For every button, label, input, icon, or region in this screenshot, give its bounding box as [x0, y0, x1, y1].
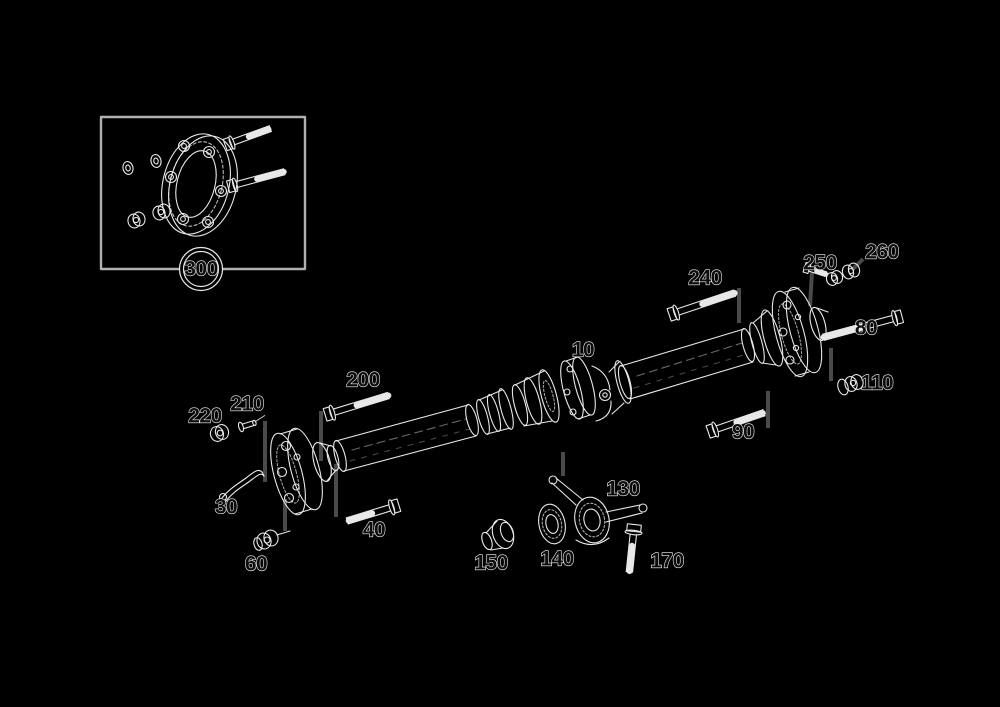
nut-220-drawing [209, 424, 230, 442]
inset-box-border [99, 115, 307, 271]
rear-tube-drawing [617, 327, 756, 400]
slip-joint-drawing [476, 388, 514, 435]
nut-260-drawing [841, 262, 861, 280]
callout-10[interactable]: 10 [571, 338, 595, 362]
fastener-250-drawing [802, 261, 844, 286]
bolt-80-drawing [820, 309, 905, 341]
bolt-170-drawing [624, 523, 643, 575]
callout-90[interactable]: 90 [731, 420, 755, 444]
callout-140[interactable]: 140 [540, 547, 575, 571]
callout-60[interactable]: 60 [244, 552, 268, 576]
callout-200[interactable]: 200 [346, 368, 381, 392]
inset-box [99, 115, 307, 271]
callout-210[interactable]: 210 [230, 392, 265, 416]
leader-line-250 [808, 271, 814, 307]
bolt-90-drawing [705, 409, 768, 439]
flex-disc-bolt-drawing [225, 168, 288, 194]
callout-260[interactable]: 260 [865, 240, 900, 264]
callout-110[interactable]: 110 [860, 371, 894, 395]
bolt-200-drawing [322, 391, 392, 422]
leader-lines [263, 257, 865, 531]
strap-30-drawing [218, 469, 265, 502]
center-joint-drawing [511, 356, 632, 427]
callout-300[interactable]: 300 [184, 257, 219, 281]
stud-210-drawing [237, 415, 266, 433]
bolt-40-drawing [344, 498, 402, 525]
nut-110-drawing [837, 374, 864, 396]
flex-disc-bolt-drawing [222, 125, 274, 152]
callout-labels: 300 10 200 210 220 30 40 60 150 140 130 170 90 240 250… [178, 240, 900, 576]
callout-circle-300 [182, 250, 220, 288]
callout-150[interactable]: 150 [474, 551, 509, 575]
front-tube-drawing [333, 403, 479, 473]
bracket-130-drawing [548, 475, 648, 546]
bushing-140-drawing [538, 503, 566, 545]
callout-220[interactable]: 220 [188, 404, 223, 428]
callout-240[interactable]: 240 [688, 266, 723, 290]
flex-disc-washer-drawing [122, 154, 162, 175]
callout-40[interactable]: 40 [362, 518, 386, 542]
flex-disc-drawing [161, 133, 238, 237]
cap-150-drawing [481, 518, 515, 551]
callout-250[interactable]: 250 [803, 251, 838, 275]
flex-disc-nut-drawing [127, 203, 171, 229]
callout-80[interactable]: 80 [854, 316, 878, 340]
callout-170[interactable]: 170 [650, 549, 685, 573]
callout-30[interactable]: 30 [214, 495, 238, 519]
front-flange-drawing [270, 427, 340, 516]
callout-130[interactable]: 130 [606, 477, 641, 501]
nut-60-drawing [253, 529, 291, 551]
bolt-240-drawing [666, 289, 738, 322]
rear-flange-drawing [749, 286, 832, 378]
